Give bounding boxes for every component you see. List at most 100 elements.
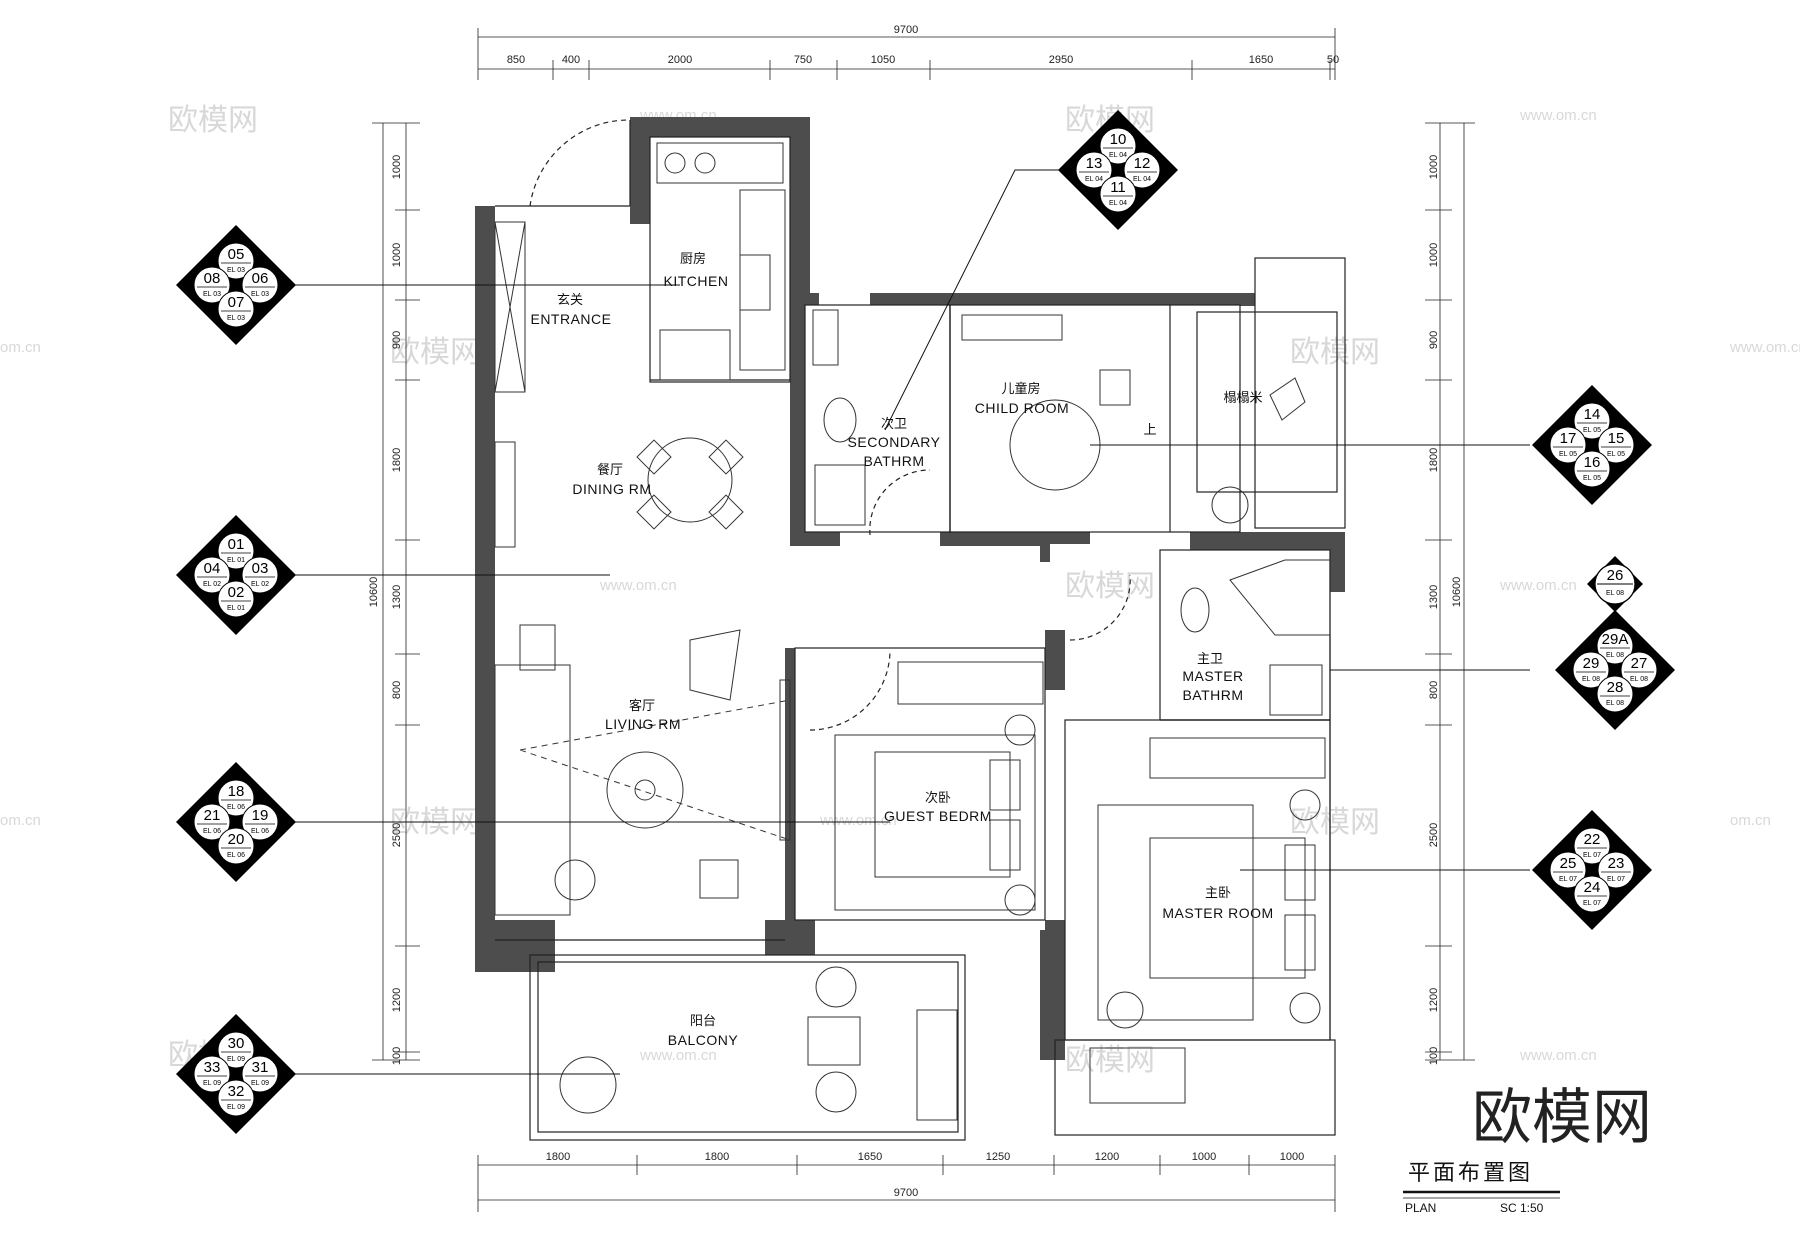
drawing-title: 平面布置图 [1408,1161,1533,1186]
tag-quadrant-circle [241,803,279,841]
tag-ref: EL 08 [1630,676,1648,683]
room-label-cn: 儿童房 [1001,381,1040,397]
tag-number: 32 [228,1083,245,1100]
dimension-text-right: 10600 1000 1000 900 1800 1300 800 2500 1… [1428,155,1463,1065]
dining-chair [708,439,744,475]
toilet [823,397,857,443]
tag-ref: EL 07 [1607,876,1625,883]
tag-quadrant-circle [241,266,279,304]
wall-left [475,206,495,972]
dining-chair [636,439,672,475]
tag-ref: EL 09 [251,1080,269,1087]
stove-burner [694,152,716,174]
dim-right-total: 10600 [1451,577,1463,608]
room-label-en: MASTER ROOM [1162,905,1273,921]
dim-right-seg: 1000 [1428,155,1440,179]
tag-number: 01 [228,536,245,553]
tv-view-cone [519,699,791,841]
dim-left-seg: 2500 [391,823,403,847]
room-label-cn: 次卫 [881,416,907,432]
watermark-url: om.cn [0,812,41,829]
room-label-en: KITCHEN [664,273,729,289]
watermark-logo-large: 欧模网 [1472,1083,1652,1153]
bedside-lamp [1289,789,1321,821]
bedside-lamp [1004,884,1036,916]
tag-quadrant-circle [217,290,255,328]
room-label-cn: 厨房 [680,251,706,267]
watermark-logo: 欧模网 [390,335,480,370]
room-label-en: SECONDARY [848,434,941,450]
tatami-table [1211,486,1249,524]
tag-quadrant-circle [1549,426,1587,464]
tag-diamond [176,1014,296,1134]
wall-kitchen-right [790,117,810,293]
tag-ref: EL 06 [203,828,221,835]
side-table [1106,991,1144,1029]
bedside-lamp [1004,714,1036,746]
tag-quadrant-circle [217,1031,255,1069]
dimension-text-left: 10600 1000 1000 900 1800 1300 800 2500 1… [368,155,403,1065]
wardrobe [897,661,1044,705]
tag-diamond [1532,385,1652,505]
watermark-logo: 欧模网 [168,103,258,138]
dim-left-seg: 800 [391,681,403,699]
dim-bottom-seg: 1650 [858,1151,882,1163]
tag-diamond [1532,810,1652,930]
wall-master-bath-top [1190,532,1345,550]
kitchen-sink [739,254,771,311]
tag-ref: EL 08 [1606,590,1624,597]
dim-left-seg: 1000 [391,155,403,179]
wall-bath-bottom [805,532,840,546]
vanity [1269,664,1323,716]
room-label-en: CHILD ROOM [975,400,1069,416]
tag-ref: EL 03 [227,267,245,274]
bedside-lamp [1289,992,1321,1024]
wall-child-corner [1240,293,1255,306]
room-label-cn: 主卧 [1205,886,1231,901]
drawing-scale: SC 1:50 [1500,1201,1544,1215]
wall-living-bottom [475,920,555,972]
tag-ref: EL 06 [251,828,269,835]
dim-top-seg: 750 [794,54,812,66]
tag-number: 23 [1608,855,1625,872]
tag-number: 18 [228,783,245,800]
tag-ref: EL 05 [1607,451,1625,458]
dim-right-seg: 100 [1428,1047,1440,1065]
elevation-tag-single: 26 EL 08 [1587,556,1643,612]
tag-number: 07 [228,294,245,311]
structural-walls [475,117,1345,1060]
tag-quadrant-circle [217,532,255,570]
tag-number: 16 [1584,454,1601,471]
dim-left-seg: 900 [391,331,403,349]
ottoman [699,859,739,899]
dimension-text-top: 9700 850 400 2000 750 1050 2950 1650 50 [507,24,1339,66]
wall-master-left-b [1040,930,1065,1060]
wall-stub [1040,532,1050,562]
tag-number: 30 [228,1035,245,1052]
shower-rack [812,309,839,366]
dim-top-seg: 1050 [871,54,895,66]
watermark-url: www.om.cn [1729,339,1800,356]
tag-quadrant-circle [217,580,255,618]
tag-quadrant-circle [217,827,255,865]
dim-left-seg: 1800 [391,448,403,472]
room-label-cn: 次卧 [925,790,951,806]
dim-left-seg: 1200 [391,988,403,1012]
tag-ref: EL 01 [227,605,245,612]
room-label-en: ENTRANCE [530,311,611,327]
room-label-cn: 阳台 [690,1014,716,1029]
watermark-url: www.om.cn [639,1047,717,1064]
shoe-cabinet [494,221,526,393]
tag-ref: EL 03 [227,315,245,322]
room-label-cn: 客厅 [629,698,655,714]
dim-left-total: 10600 [368,577,380,608]
tag-number: 08 [204,270,221,287]
watermark-url: www.om.cn [1519,107,1597,124]
dim-bottom-seg: 1200 [1095,1151,1119,1163]
dim-top-seg: 400 [562,54,580,66]
room-label-en: DINING RM [572,481,651,497]
